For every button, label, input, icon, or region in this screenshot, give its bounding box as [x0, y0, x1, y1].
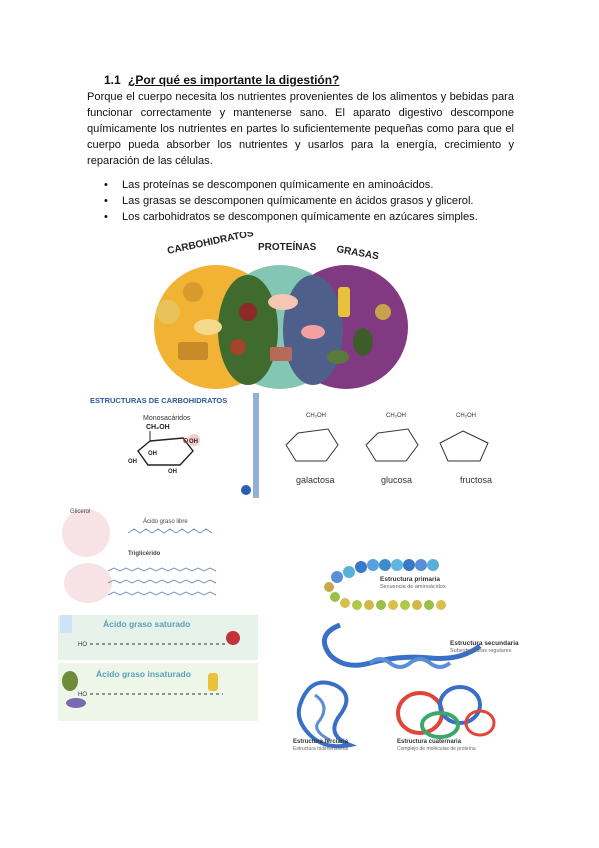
- venn-label-carbs: CARBOHIDRATOS: [166, 232, 255, 257]
- glucose-top-group: CH₂OH: [386, 413, 406, 419]
- overlap-carb-protein: [218, 275, 278, 385]
- fish-icon: [66, 698, 86, 708]
- carbohydrate-structures-image: ESTRUCTURAS DE CARBOHIDRATOS Monosacárid…: [90, 393, 492, 498]
- free-fatty-acid-label: Ácido graso libre: [143, 518, 188, 525]
- unsaturated-panel: [58, 663, 258, 721]
- monosaccharide-ring: CH₂OH O OH OH OH OH: [128, 424, 200, 475]
- glucose-structure: CH₂OH glucosa: [365, 413, 419, 485]
- ring-oxygen: O: [183, 438, 189, 445]
- ring-oh-bottom: OH: [168, 469, 177, 475]
- saturated-panel: [58, 615, 258, 660]
- glycerol-bubble: [62, 509, 110, 557]
- food-groups-venn-image: CARBOHIDRATOS PROTEÍNAS GRASAS: [154, 232, 408, 389]
- glycerol-label: Glicerol: [70, 509, 90, 515]
- primary-structure-sub: Secuencia de aminoácidos: [380, 584, 446, 590]
- unsaturated-label: Ácido graso insaturado: [96, 669, 191, 679]
- section-number: 1.1: [104, 73, 121, 87]
- intro-paragraph: Porque el cuerpo necesita los nutrientes…: [87, 91, 514, 167]
- sugar-name-galactosa: galactosa: [296, 475, 335, 485]
- avocado-icon: [62, 671, 78, 691]
- quaternary-structure-blob: [396, 685, 496, 739]
- meat-icon: [226, 631, 240, 645]
- quaternary-structure-sub: Complejo de moléculas de proteína: [397, 746, 476, 752]
- free-fatty-acid-chain: [127, 528, 213, 534]
- oil-bottle-icon: [208, 673, 218, 691]
- galactose-top-group: CH₂OH: [306, 413, 326, 419]
- milk-icon: [60, 615, 72, 633]
- ring-group-top: CH₂OH: [146, 424, 170, 431]
- fatty-acids-image: Glicerol Ácido graso libre Triglicérido …: [58, 503, 258, 723]
- alpha-helix: [368, 657, 452, 669]
- section-heading: 1.1 ¿Por qué es importante la digestión?: [104, 73, 339, 87]
- amino-acid-beads: [324, 559, 446, 610]
- bullet-item: Los carbohidratos se descomponen química…: [104, 209, 478, 225]
- ring-oh-middle: OH: [148, 451, 157, 457]
- saturated-ho: HO: [78, 642, 87, 648]
- ring-oh-right: OH: [189, 439, 198, 445]
- divider-dot: [241, 485, 251, 495]
- tertiary-structure-sub: Estructura tridimensional: [293, 746, 348, 752]
- tertiary-structure-blob: [296, 680, 357, 749]
- food-items: [156, 282, 391, 364]
- triglyceride-bubble: [64, 563, 112, 603]
- divider-bar: [253, 393, 259, 498]
- venn-label-fats: GRASAS: [335, 244, 379, 262]
- unsaturated-ho: HO: [78, 692, 87, 698]
- secondary-structure-sub: Subestructuras regulares: [450, 648, 512, 654]
- tertiary-structure-label: Estructura terciaria: [293, 739, 349, 745]
- primary-structure-label: Estructura primaria: [380, 576, 440, 583]
- triglyceride-chains: [107, 567, 217, 596]
- sugar-name-glucosa: glucosa: [381, 475, 412, 485]
- carbs-figure-subtitle: Monosacáridos: [143, 415, 191, 422]
- fructose-structure: CH₂OH fructosa: [439, 413, 492, 485]
- section-title: ¿Por qué es importante la digestión?: [128, 73, 340, 87]
- quaternary-structure-label: Estructura cuaternaria: [397, 739, 462, 745]
- sugar-name-fructosa: fructosa: [460, 475, 492, 485]
- protein-structure-image: Estructura primaria Secuencia de aminoác…: [293, 559, 519, 752]
- secondary-structure-label: Estructura secundaria: [450, 640, 519, 647]
- triglyceride-label: Triglicérido: [128, 551, 161, 557]
- venn-label-proteins: PROTEÍNAS: [258, 240, 317, 253]
- galactose-structure: CH₂OH galactosa: [285, 413, 339, 485]
- carbs-figure-title: ESTRUCTURAS DE CARBOHIDRATOS: [90, 396, 227, 405]
- bullet-item: Las grasas se descomponen químicamente e…: [104, 193, 478, 209]
- ring-oh-left: OH: [128, 459, 137, 465]
- bullet-item: Las proteínas se descomponen químicament…: [104, 177, 478, 193]
- bullet-list: Las proteínas se descomponen químicament…: [104, 177, 478, 225]
- saturated-label: Ácido graso saturado: [103, 619, 190, 629]
- fructose-top-group: CH₂OH: [456, 413, 476, 419]
